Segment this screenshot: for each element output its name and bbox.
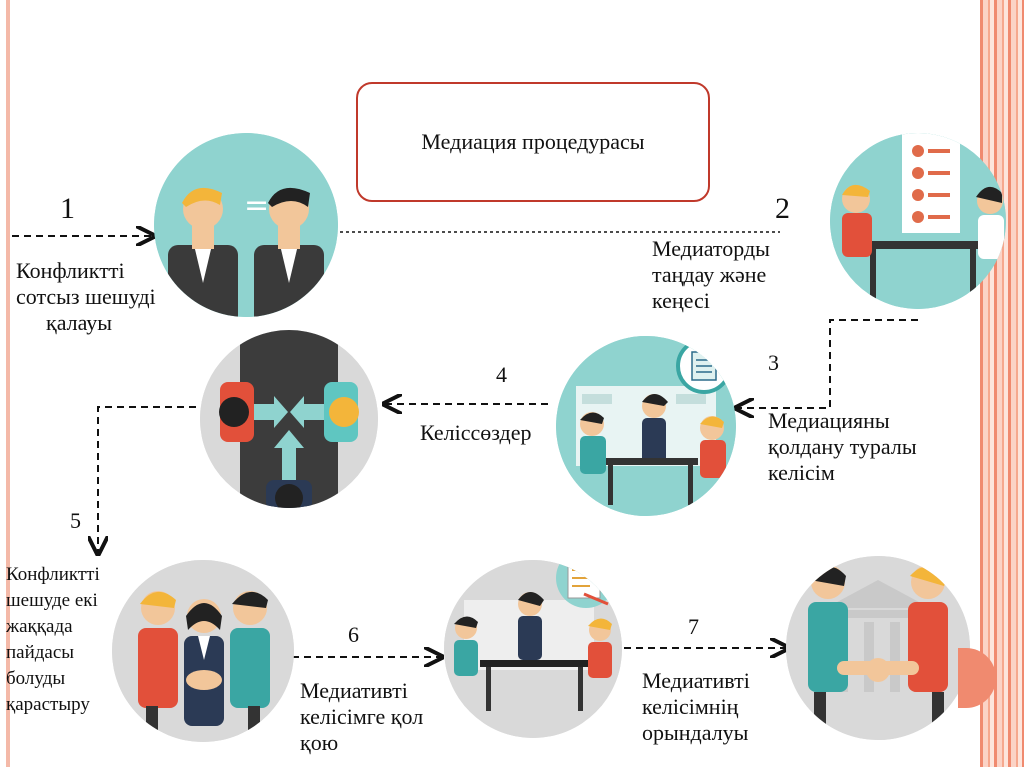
step-6-label-line: қою	[300, 730, 339, 755]
step-5-label-line: болуды	[6, 668, 66, 689]
step-5-number: 5	[70, 508, 81, 533]
step-7-number: 7	[688, 614, 699, 639]
agreement-signing-icon	[444, 560, 622, 738]
step-3-label: Медиацияны қолдану туралы келісім	[768, 408, 917, 486]
two-people-equal-icon: =	[154, 133, 338, 317]
step-5-label: Конфликтті шешуде екі жаққада пайдасы бо…	[6, 562, 100, 718]
step-1-number: 1	[60, 192, 75, 225]
step-2-label-line: таңдау және	[652, 262, 767, 287]
diagram-title: Медиация процедурасы	[421, 129, 645, 154]
step-7-label-line: Медиативті	[642, 668, 750, 693]
step-1-label-line: Конфликтті	[16, 258, 125, 283]
step-5-label-line: жаққада	[6, 616, 73, 637]
step-6-label-line: келісімге қол	[300, 704, 424, 729]
step-7-label: Медиативті келісімнің орындалуы	[642, 668, 750, 746]
step-3-label-line: қолдану туралы	[768, 434, 917, 459]
step-6-label-line: Медиативті	[300, 678, 408, 703]
arrow-3	[738, 319, 918, 408]
step-1-label-line: сотсыз шешуді	[16, 284, 156, 309]
mediator-meeting-icon	[830, 133, 1006, 309]
decorative-stripes	[980, 0, 1024, 767]
step-7-label-line: келісімнің	[642, 694, 739, 719]
step-1-label: Конфликтті сотсыз шешуді қалауы	[16, 258, 156, 336]
negotiation-table-icon	[556, 336, 736, 516]
svg-text:=: =	[244, 188, 269, 223]
step-6-label: Медиативті келісімге қол қою	[300, 678, 423, 756]
step-4-number: 4	[496, 362, 507, 387]
left-border	[6, 0, 10, 767]
handshake-court-icon	[786, 556, 970, 740]
step-7-label-line: орындалуы	[642, 720, 749, 745]
title-box: Медиация процедурасы	[356, 82, 710, 202]
step-6-number: 6	[348, 622, 359, 647]
step-3-label-line: Медиацияны	[768, 408, 890, 433]
step-3-label-line: келісім	[768, 460, 835, 485]
step-2-label-line: кеңесі	[652, 288, 710, 313]
step-5-label-line: шешуде екі	[6, 590, 98, 611]
conflict-arrows-icon	[200, 330, 378, 508]
step-3-number: 3	[768, 350, 779, 375]
step-1-label-line: қалауы	[46, 310, 113, 335]
step-5-label-line: қарастыру	[6, 694, 90, 715]
step-5-label-line: пайдасы	[6, 642, 75, 663]
step-5-label-line: Конфликтті	[6, 564, 100, 585]
arrow-5	[98, 406, 196, 552]
team-handshake-icon	[112, 560, 294, 742]
step-4-label: Келіссөздер	[420, 420, 532, 445]
step-2-label-line: Медиаторды	[652, 236, 770, 261]
step-2-number: 2	[775, 192, 790, 225]
step-2-label: Медиаторды таңдау және кеңесі	[652, 236, 770, 314]
